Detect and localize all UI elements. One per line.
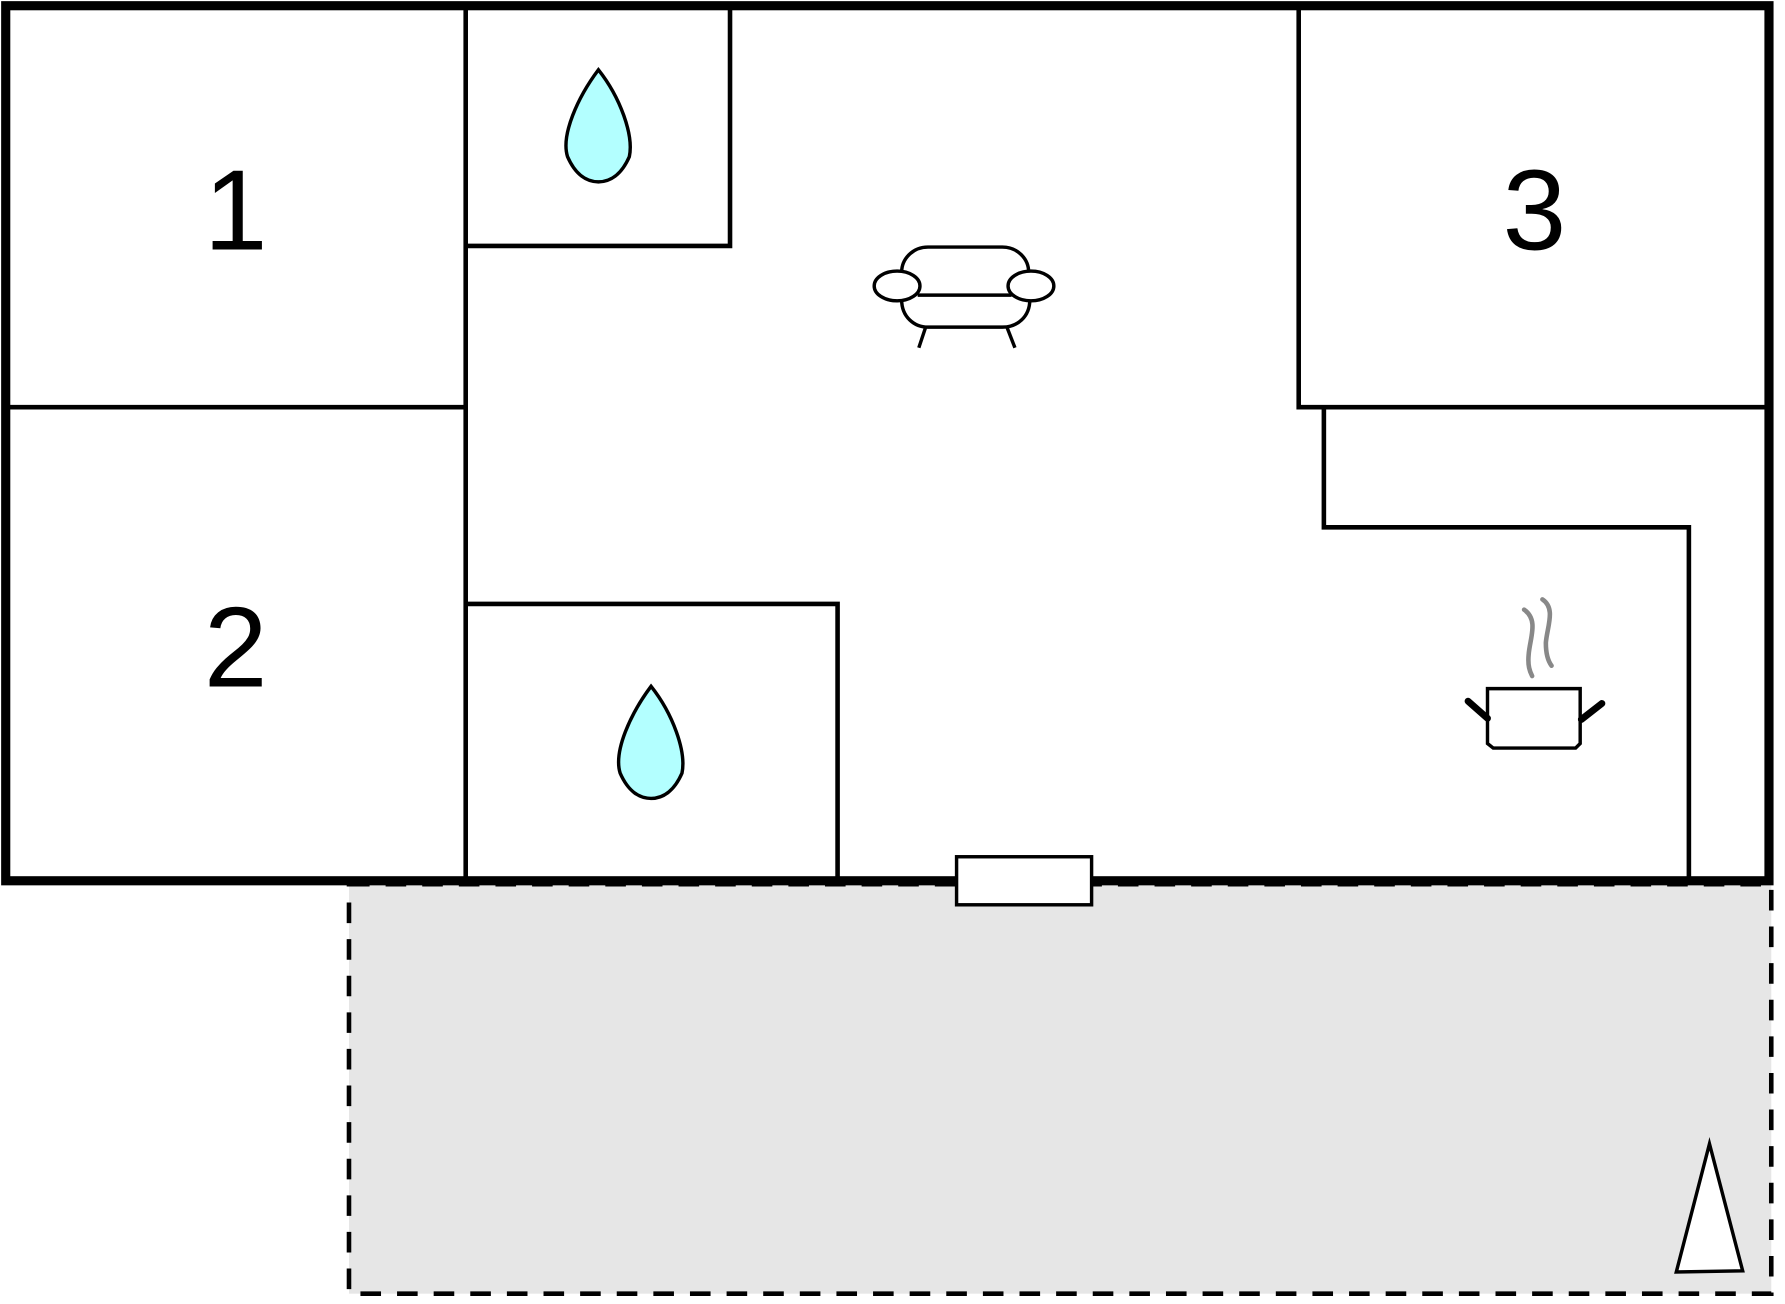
water-drop-icon	[617, 683, 685, 801]
kitchen-counter	[1321, 407, 1692, 881]
water-drop-icon	[564, 66, 632, 184]
room-label-2: 2	[204, 583, 268, 711]
outer-wall	[1, 1, 1774, 886]
bathroom-bottom	[465, 601, 840, 881]
room-label-1: 1	[204, 146, 268, 274]
cooking-pot-icon	[1464, 597, 1606, 750]
room-label-3: 3	[1503, 146, 1567, 274]
entrance-door[interactable]	[954, 855, 1094, 907]
north-arrow-icon	[1674, 1137, 1745, 1274]
bathroom-top	[465, 5, 733, 249]
wall-bedroom3	[1296, 5, 1769, 410]
sofa-icon	[872, 245, 1056, 349]
terrace	[346, 881, 1774, 1296]
